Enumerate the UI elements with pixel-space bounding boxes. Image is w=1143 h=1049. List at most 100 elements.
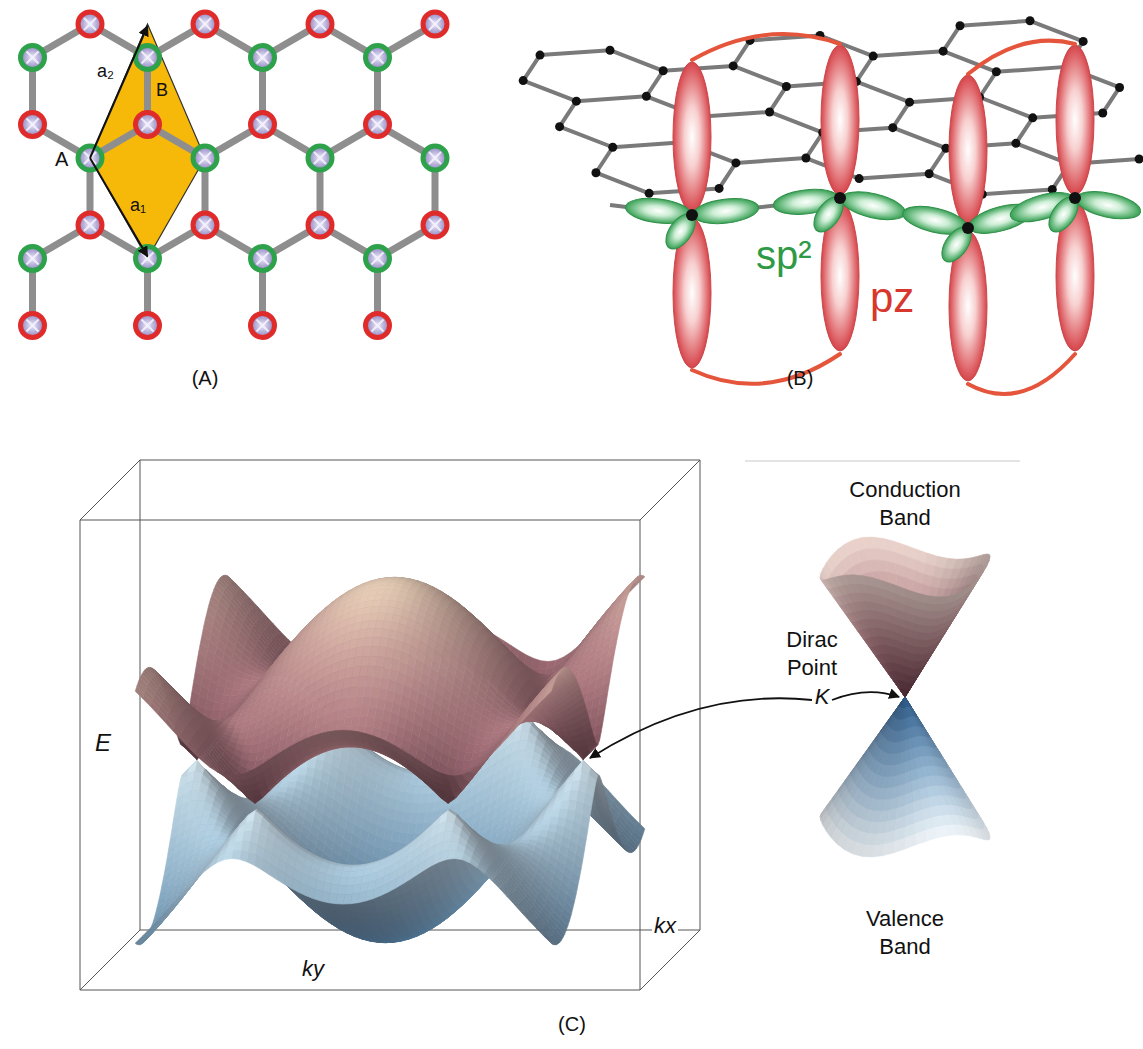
atoms xyxy=(21,12,448,338)
carbon-atom xyxy=(193,12,217,36)
pz-lobe xyxy=(673,62,711,212)
pz-lobe xyxy=(1056,45,1094,195)
sheet-bond xyxy=(859,174,929,179)
carbon-atom xyxy=(366,113,390,137)
carbon-atom xyxy=(251,113,275,137)
sheet-atom xyxy=(1011,139,1020,148)
sheet-atom xyxy=(905,98,914,107)
orbital-panel xyxy=(519,16,1143,394)
pz-lobe xyxy=(821,45,859,195)
sheet-atom xyxy=(731,158,740,167)
sheet-bond xyxy=(929,148,946,173)
carbon-atom xyxy=(136,46,160,70)
carbon-atom xyxy=(21,314,45,338)
band-facet xyxy=(298,767,307,775)
sheet-bond xyxy=(856,56,873,81)
sheet-bond xyxy=(719,163,736,188)
sheet-atom xyxy=(855,174,864,183)
sheet-bond xyxy=(893,128,946,149)
carbon-atom xyxy=(193,146,217,170)
sheet-atom xyxy=(519,76,528,85)
band-facet xyxy=(524,750,533,760)
box-edge xyxy=(640,460,700,520)
sheet-bond xyxy=(996,67,1066,72)
sheet-atom xyxy=(572,97,581,106)
sheet-bond xyxy=(540,50,610,55)
carbon-atom xyxy=(78,213,102,237)
orbital-atom xyxy=(1069,192,1081,204)
carbon-atom xyxy=(21,113,45,137)
sheet-atom xyxy=(536,51,545,60)
carbon-atom xyxy=(251,314,275,338)
sheet-bond xyxy=(982,189,1052,194)
box-edge xyxy=(80,460,140,520)
pi-bond-arc xyxy=(968,354,1075,394)
sheet-atom xyxy=(925,169,934,178)
sheet-atom xyxy=(1135,155,1143,164)
sheet-bond xyxy=(733,40,750,65)
carbon-atom xyxy=(423,146,447,170)
orbital-atom xyxy=(962,222,974,234)
sheet-atom xyxy=(555,122,564,131)
box-edge xyxy=(80,930,140,990)
sheet-atom xyxy=(1028,113,1037,122)
sheet-bond xyxy=(1016,118,1033,143)
sheet-atom xyxy=(715,184,724,193)
band-facet xyxy=(528,767,537,775)
carbon-atom xyxy=(308,213,332,237)
carbon-atom xyxy=(136,113,160,137)
carbon-atom xyxy=(78,12,102,36)
lattice-panel xyxy=(21,12,448,338)
sheet-atom xyxy=(869,52,878,61)
sheet-atom xyxy=(591,168,600,177)
carbon-atom xyxy=(251,46,275,70)
band-facet xyxy=(307,759,316,768)
sheet-bond xyxy=(856,82,909,103)
band-surface xyxy=(135,575,645,945)
sheet-bond xyxy=(576,96,646,101)
pi-bond-arc xyxy=(692,354,840,384)
sheet-atom xyxy=(1026,16,1035,25)
sheet-bond xyxy=(893,102,910,127)
sheet-bond xyxy=(596,173,649,194)
sheet-atom xyxy=(782,82,791,91)
sheet-bond xyxy=(1030,21,1083,42)
sheet-bond xyxy=(610,50,663,71)
sheet-atom xyxy=(1079,37,1088,46)
sheet-atom xyxy=(606,46,615,55)
sheet-bond xyxy=(523,55,540,80)
carbon-atom xyxy=(251,247,275,271)
sheet-bond xyxy=(960,21,1030,26)
sheet-atom xyxy=(729,61,738,70)
sheet-atom xyxy=(1098,108,1107,117)
band-facet xyxy=(520,730,529,740)
carbon-atom xyxy=(308,146,332,170)
orbital-atom xyxy=(834,192,846,204)
sheet-bond xyxy=(596,147,613,172)
sheet-atom xyxy=(888,123,897,132)
sheet-bond xyxy=(613,142,683,147)
sheet-bond xyxy=(733,66,786,87)
orbital-atom xyxy=(686,209,698,221)
sheet-bond xyxy=(770,86,787,111)
sheet-bond xyxy=(943,26,960,51)
carbon-atom xyxy=(136,314,160,338)
carbon-atom xyxy=(366,314,390,338)
carbon-atom xyxy=(366,46,390,70)
sheet-atom xyxy=(659,66,668,75)
sheet-atom xyxy=(992,67,1001,76)
sheet-bond xyxy=(770,112,823,133)
sheet-atom xyxy=(765,107,774,116)
sheet-bond xyxy=(1103,87,1120,112)
carbon-atom xyxy=(423,213,447,237)
sheet-atom xyxy=(939,47,948,56)
sheet-atom xyxy=(642,92,651,101)
sheet-bond xyxy=(560,127,613,148)
sheet-bond xyxy=(523,81,576,102)
carbon-atom xyxy=(136,247,160,271)
sheet-atom xyxy=(1115,83,1124,92)
carbon-atom xyxy=(423,12,447,36)
sheet-atom xyxy=(608,143,617,152)
